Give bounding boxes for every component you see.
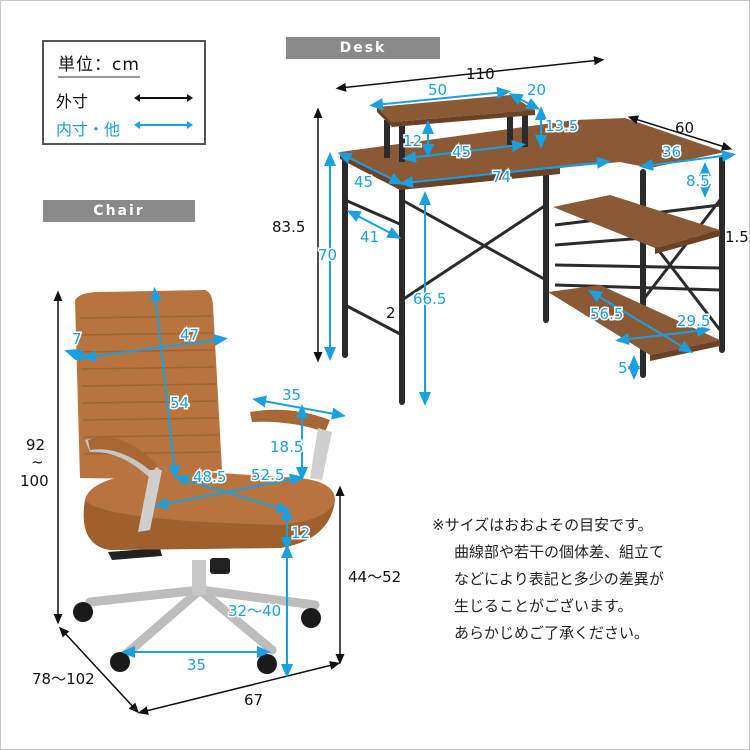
chair-height-total-top: 92 <box>26 436 45 454</box>
chair-back-depth: 7 <box>72 330 82 348</box>
size-disclaimer-note: ※サイズはおおよその目安です。 曲線部や若干の個体差、組立て などにより表記と多… <box>432 512 664 647</box>
chair-seat-depth: 48.5 <box>193 468 226 486</box>
desk-shelf-top-height: 13.5 <box>545 117 578 135</box>
desk-shelf-top-depth: 20 <box>527 81 546 99</box>
desk-top-depth: 45 <box>354 173 373 191</box>
outer-dimension-label: 外寸 <box>56 92 89 111</box>
desk-leg-inner-depth: 41 <box>360 228 379 246</box>
chair-seat-height: 44〜52 <box>348 568 401 586</box>
desk-side-width: 36 <box>662 143 681 161</box>
desk-width-total: 110 <box>466 65 495 83</box>
outer-dimension-arrow-icon <box>134 94 193 102</box>
desk-leg-thickness: 2 <box>386 304 396 322</box>
chair-arm-height: 18.5 <box>270 438 303 456</box>
chair-width-total: 67 <box>244 691 263 709</box>
desk-shelf-top-width: 50 <box>428 81 447 99</box>
chair-base-inner: 35 <box>187 656 206 674</box>
desk-bottom-shelf-depth: 29.5 <box>677 312 710 330</box>
inner-dimension-arrow-icon <box>134 121 193 129</box>
desk-height-total: 83.5 <box>272 218 305 236</box>
chair-height-total-sep: ~ <box>31 453 44 471</box>
desk-knee-height: 66.5 <box>413 290 446 308</box>
note-line: あらかじめご了承ください。 <box>454 624 650 642</box>
desk-depth-total: 60 <box>675 119 694 137</box>
desk-shelf-inner-height: 12 <box>403 132 422 150</box>
unit-label: 単位：cm <box>58 50 140 78</box>
desk-side-shelf-thickness: 1.5 <box>725 228 749 246</box>
desk-height: 70 <box>318 246 337 264</box>
inner-dimension-label: 内寸・他 <box>56 120 121 139</box>
desk-width-arrow <box>335 56 605 92</box>
chair-height-total-bottom: 100 <box>20 472 49 490</box>
chair-depth-total: 78〜102 <box>32 670 95 688</box>
note-line: 生じることがございます。 <box>454 597 633 615</box>
desk-shelf-inner-width: 45 <box>452 143 471 161</box>
chair-seat-base-height: 32〜40 <box>228 602 281 620</box>
desk-bottom-shelf-length: 56.5 <box>590 305 623 323</box>
desk-illustration <box>340 95 725 405</box>
desk-bottom-clearance: 5 <box>618 359 628 377</box>
desk-side-clearance: 8.5 <box>686 172 710 190</box>
note-line: 曲線部や若干の個体差、組立て <box>454 543 665 561</box>
note-line: などにより表記と多少の差異が <box>454 570 664 588</box>
chair-arm-length: 35 <box>282 386 301 404</box>
chair-back-width: 47 <box>180 326 199 344</box>
chair-seat-thickness: 12 <box>291 524 310 542</box>
desk-section-title: Desk <box>286 37 440 59</box>
note-line: ※サイズはおおよその目安です。 <box>432 516 653 534</box>
chair-section-title: Chair <box>43 200 195 222</box>
desk-top-inner-width: 74 <box>492 168 511 186</box>
chair-back-height: 54 <box>170 394 189 412</box>
chair-seat-width: 52.5 <box>251 466 284 484</box>
unit-legend: 単位：cm 外寸 内寸・他 <box>42 40 206 145</box>
